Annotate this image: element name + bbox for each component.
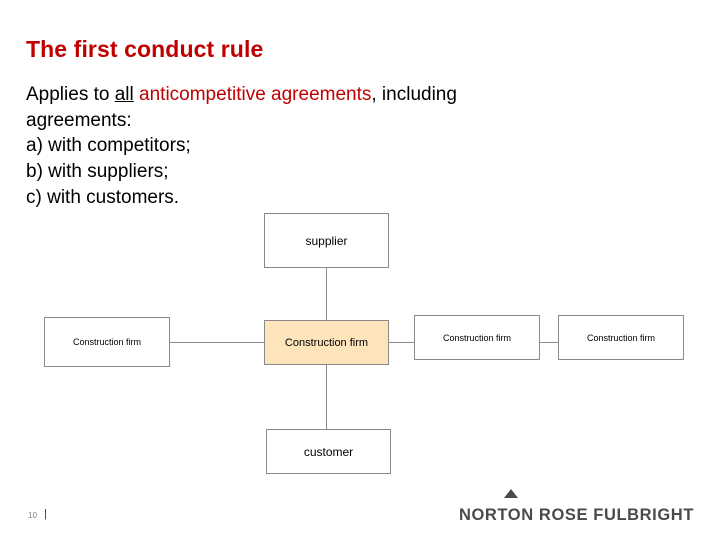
body-list-item-c: c) with customers. bbox=[26, 186, 180, 208]
lead-prefix: Applies to bbox=[26, 84, 115, 105]
page-title: The first conduct rule bbox=[26, 36, 264, 62]
body-lead-line: Applies to all anticompetitive agreement… bbox=[26, 82, 646, 108]
body-text: Applies to all anticompetitive agreement… bbox=[26, 82, 646, 210]
connector-firm-to-customer bbox=[326, 365, 327, 429]
body-list-item-a: a) with competitors; bbox=[26, 135, 191, 157]
lead-red-phrase: anticompetitive agreements bbox=[133, 84, 372, 105]
body-list-item-b: b) with suppliers; bbox=[26, 160, 169, 182]
node-construction-firm-right-1-label: Construction firm bbox=[442, 332, 512, 343]
node-construction-firm-right-2: Construction firm bbox=[558, 315, 684, 360]
node-customer: customer bbox=[266, 429, 391, 474]
node-construction-firm-centre-label: Construction firm bbox=[284, 336, 369, 349]
body-lead-line-2: agreements: bbox=[26, 109, 132, 131]
node-construction-firm-right-1: Construction firm bbox=[414, 315, 540, 360]
node-construction-firm-centre: Construction firm bbox=[264, 320, 389, 365]
page-number-separator: | bbox=[44, 508, 47, 520]
node-construction-firm-right-2-label: Construction firm bbox=[586, 332, 656, 343]
norton-rose-fulbright-logo-icon bbox=[504, 489, 518, 498]
node-supplier-label: supplier bbox=[305, 233, 348, 248]
lead-all-emphasis: all bbox=[114, 84, 134, 105]
connector-supplier-to-firm bbox=[326, 268, 327, 320]
lead-suffix: , including bbox=[371, 84, 457, 105]
node-customer-label: customer bbox=[303, 444, 354, 459]
connector-left-firm-to-centre bbox=[170, 342, 265, 343]
node-supplier: supplier bbox=[264, 213, 389, 268]
brand-wordmark: NORTON ROSE FULBRIGHT bbox=[458, 506, 694, 524]
page-number: 10 bbox=[28, 511, 37, 520]
node-construction-firm-left-label: Construction firm bbox=[72, 337, 142, 347]
node-construction-firm-left: Construction firm bbox=[44, 317, 170, 367]
